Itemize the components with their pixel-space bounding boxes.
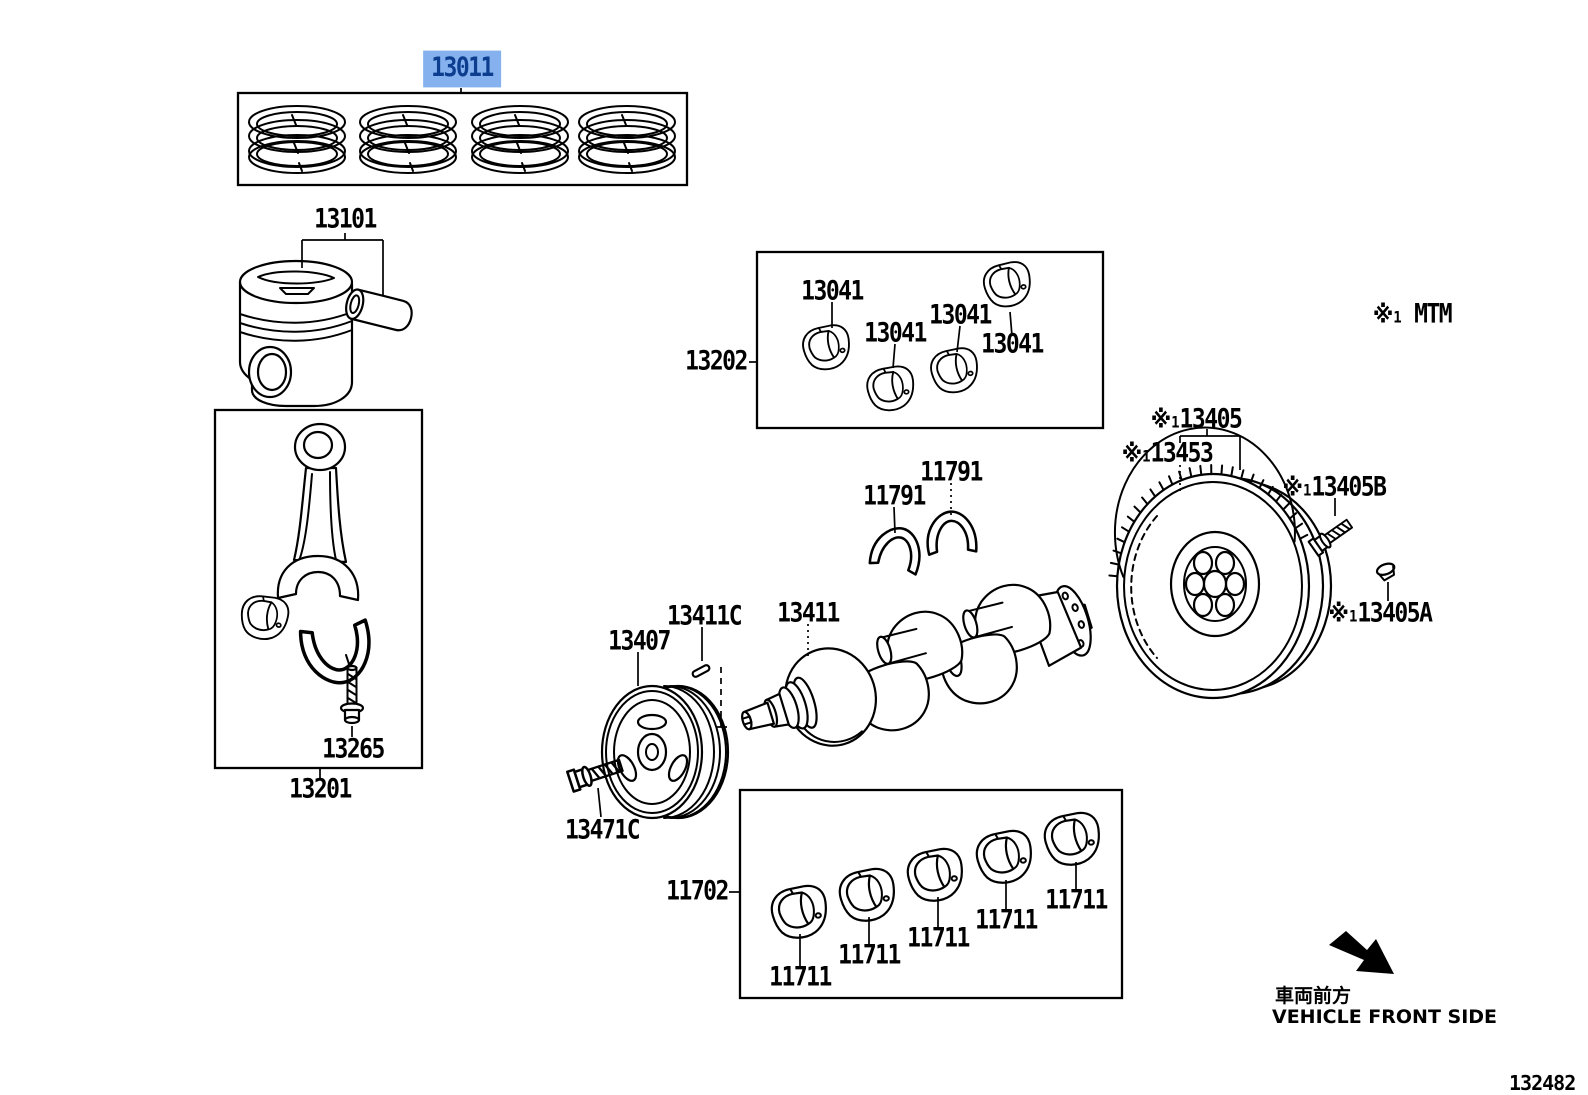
- callout-piston-ring-set[interactable]: 13011: [423, 50, 501, 88]
- connecting-rod-box: [213, 408, 424, 770]
- figure-code: 132482: [1509, 1071, 1576, 1095]
- ref-mark-icon: ※: [1121, 439, 1143, 468]
- callout-piston[interactable]: 13101: [314, 204, 377, 235]
- crankshaft-drawing: [741, 574, 1093, 747]
- thrust-washers-drawing: [867, 483, 979, 576]
- rod-bearings-drawing: [749, 258, 1035, 414]
- piston-drawing: [238, 233, 413, 408]
- callout-ring-gear[interactable]: ※113453: [1121, 438, 1214, 469]
- pulley-drawing: [566, 627, 730, 820]
- rod-bearing-box: [755, 250, 1105, 430]
- mtm-note: ※1 MTM: [1372, 299, 1453, 330]
- callout-thrust-washer-2[interactable]: 11791: [920, 457, 983, 488]
- callout-main-bearing-2[interactable]: 11711: [838, 940, 901, 971]
- piston-ring-box: [236, 91, 689, 187]
- callout-main-bearing-set[interactable]: 11702: [666, 876, 729, 907]
- callout-flywheel-bolt[interactable]: ※113405B: [1282, 472, 1387, 503]
- callout-rod-bolt[interactable]: 13265: [322, 734, 385, 765]
- ref-mark-icon: ※: [1372, 300, 1394, 329]
- callout-rod-bearing-3[interactable]: 13041: [929, 300, 992, 331]
- callout-pulley[interactable]: 13407: [608, 626, 671, 657]
- main-bearings-drawing: [729, 809, 1104, 966]
- callout-pulley-bolt[interactable]: 13471C: [564, 815, 641, 846]
- callout-thrust-washer-1[interactable]: 11791: [863, 481, 926, 512]
- vehicle-front-label-jp: 車両前方: [1275, 985, 1352, 1007]
- main-bearing-box: [738, 788, 1124, 1000]
- callout-main-bearing-3[interactable]: 11711: [907, 923, 970, 954]
- callout-crankshaft[interactable]: 13411: [777, 598, 840, 629]
- callout-rod-bearing-4[interactable]: 13041: [981, 329, 1044, 360]
- callout-main-bearing-1[interactable]: 11711: [769, 962, 832, 993]
- callout-main-bearing-4[interactable]: 11711: [975, 905, 1038, 936]
- callout-flywheel[interactable]: ※113405: [1150, 404, 1243, 435]
- ref-mark-icon: ※: [1282, 473, 1303, 502]
- connecting-rod-drawing: [236, 422, 378, 779]
- vehicle-front-arrow-icon: [1329, 931, 1394, 974]
- ref-mark-icon: ※: [1328, 599, 1349, 628]
- ref-mark-icon: ※: [1150, 405, 1172, 434]
- callout-flywheel-dowel[interactable]: ※113405A: [1328, 598, 1433, 629]
- flywheel-drawing: [1108, 426, 1396, 700]
- callout-set-key[interactable]: 13411C: [666, 601, 743, 632]
- callout-rod-bearing-2[interactable]: 13041: [864, 318, 927, 349]
- callout-rod-subassembly[interactable]: 13201: [289, 774, 352, 805]
- piston-ring-sets-drawing: [248, 105, 676, 174]
- vehicle-front-label-en: VEHICLE FRONT SIDE: [1272, 1006, 1498, 1028]
- callout-main-bearing-5[interactable]: 11711: [1045, 885, 1108, 916]
- callout-rod-bearing-1[interactable]: 13041: [801, 276, 864, 307]
- callout-rod-bearing-set[interactable]: 13202: [685, 346, 748, 377]
